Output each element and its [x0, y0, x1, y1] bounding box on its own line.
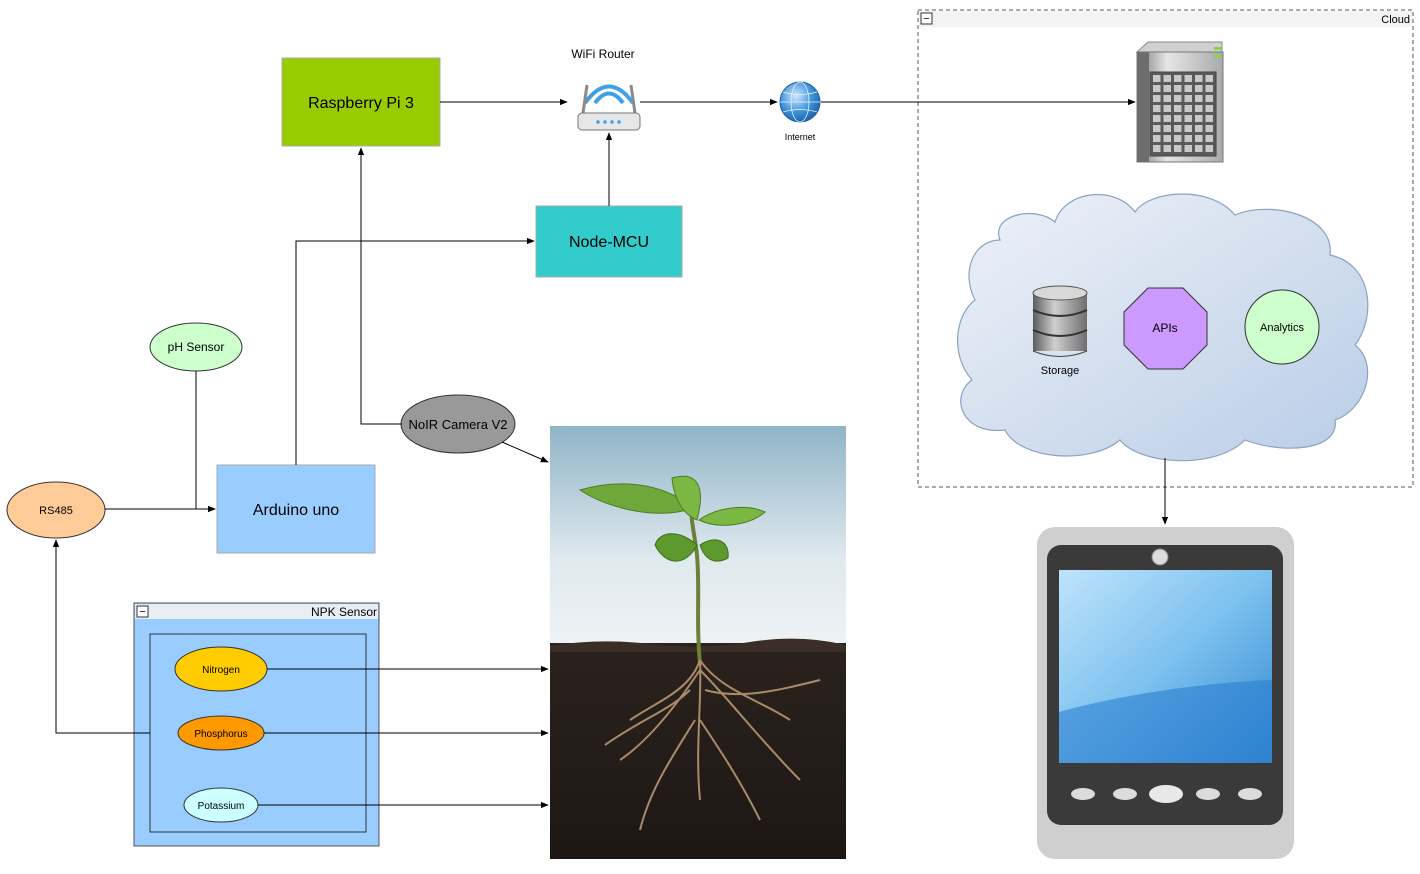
raspberry-pi-node[interactable] [281, 57, 441, 147]
arduino-label: Arduino uno [253, 502, 339, 519]
edge-arduino-nodemcu [295, 237, 535, 465]
raspberry-pi-label: Raspberry Pi 3 [308, 95, 414, 112]
potassium-label: Potassium [198, 801, 245, 812]
cloud-collapse-button[interactable] [920, 12, 933, 25]
cloud-group: − Cloud Storage APIs Analytics [917, 9, 1414, 488]
wifi-router-icon [577, 84, 641, 131]
rs485-label: RS485 [39, 505, 73, 517]
edge-ph-arduino [195, 371, 216, 513]
database-icon [1032, 285, 1088, 357]
npk-group-header [135, 604, 378, 619]
apis-label: APIs [1152, 321, 1177, 335]
cloud-group-header [919, 11, 1412, 27]
wifi-router-label: WiFi Router [571, 47, 634, 61]
nitrogen-label: Nitrogen [202, 665, 240, 676]
cloud-group-title: Cloud [1381, 14, 1410, 26]
internet-label: Internet [785, 132, 816, 142]
analytics-node[interactable] [1244, 289, 1320, 365]
server-tower-icon [1135, 41, 1224, 163]
globe-icon [779, 81, 821, 123]
npk-group-title: NPK Sensor [311, 605, 377, 619]
connectors [52, 98, 1169, 809]
npk-sensor-group: − NPK Sensor Nitrogen Phosphorus Potassi… [133, 602, 380, 847]
smartphone-icon [1037, 527, 1294, 859]
ph-sensor-label: pH Sensor [168, 340, 225, 354]
edge-camera-plant [501, 441, 549, 463]
analytics-label: Analytics [1260, 322, 1305, 334]
edge-npk-rs485 [52, 539, 150, 734]
noir-camera-label: NoIR Camera V2 [409, 417, 508, 432]
phosphorus-label: Phosphorus [194, 729, 247, 740]
cloud-collapse-glyph: − [923, 13, 929, 25]
npk-collapse-button[interactable] [136, 605, 149, 618]
edge-camera-pi [357, 147, 402, 425]
plant-seedling-photo [550, 426, 846, 859]
rs485-node[interactable] [6, 481, 106, 539]
arduino-node[interactable] [216, 464, 376, 554]
apis-node[interactable] [1123, 287, 1208, 370]
npk-collapse-glyph: − [139, 606, 145, 618]
node-mcu-label: Node-MCU [569, 234, 649, 251]
storage-label: Storage [1041, 365, 1080, 377]
